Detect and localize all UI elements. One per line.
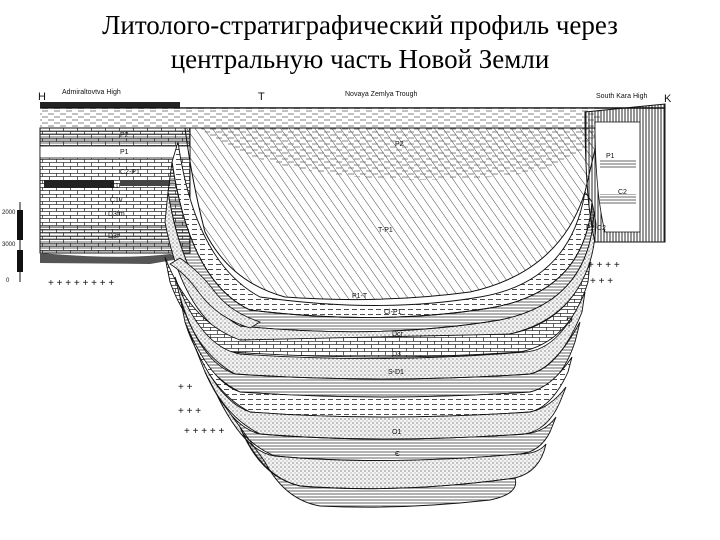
svg-text:+ + +: + + + <box>590 276 613 287</box>
unit-label: C2 <box>618 189 627 196</box>
unit-label: D3fm <box>108 211 125 218</box>
unit-label: O1 <box>392 429 401 436</box>
svg-text:+ + + + +: + + + + + <box>184 426 224 437</box>
trough-mark: T <box>258 91 265 103</box>
scale-3000: 3000 <box>2 242 16 248</box>
unknown-mark: ? <box>566 315 573 329</box>
depth-scale: 2000 3000 0 <box>2 202 23 284</box>
svg-text:+ + +: + + + <box>178 406 201 417</box>
svg-text:+ +: + + <box>178 382 193 393</box>
slide-title: Литолого-стратиграфический профиль через… <box>0 8 720 76</box>
unit-label: Cl-P1 <box>384 309 402 316</box>
unit-label: Dcr <box>392 331 404 338</box>
unit-label: P1 <box>120 149 129 156</box>
unit-label: C1 <box>110 183 119 190</box>
right-high-label: South Kara High <box>596 93 647 100</box>
unit-label: P2-C2 <box>586 225 606 232</box>
scale-0: 0 <box>6 278 10 284</box>
unit-label: C1v <box>110 197 123 204</box>
unit-label: T-P1 <box>378 227 393 234</box>
left-end-label: H <box>38 91 46 103</box>
unit-label: C2-P1 <box>120 169 140 176</box>
svg-text:+ + + + + + + +: + + + + + + + + <box>48 278 114 289</box>
left-high-label: Admiraltovtva High <box>62 89 121 96</box>
basement-right: + + + + + + + <box>588 260 620 287</box>
unit-label: D3 <box>392 351 401 358</box>
title-line-2: центральную часть Новой Земли <box>0 42 720 76</box>
trough-label: Novaya Zemlya Trough <box>345 91 417 98</box>
water-layer <box>40 108 600 128</box>
right-end-label: K <box>664 93 672 105</box>
unit-label: P2 <box>395 141 404 148</box>
top-band-left <box>40 102 180 108</box>
lithostratigraphic-profile: H Admiraltovtva High T Novaya Zemlya Tro… <box>0 82 720 522</box>
unit-label: P1-T <box>352 293 368 300</box>
unit-label: P1 <box>606 153 615 160</box>
unit-label: Є <box>395 451 400 458</box>
scale-2000: 2000 <box>2 210 16 216</box>
unit-label: P2 <box>120 132 129 139</box>
unit-label: S-D1 <box>388 369 404 376</box>
svg-text:+ + + +: + + + + <box>588 260 620 271</box>
title-line-1: Литолого-стратиграфический профиль через <box>0 8 720 42</box>
section-header: H Admiraltovtva High T Novaya Zemlya Tro… <box>38 89 672 108</box>
unit-label: D3f <box>108 233 119 240</box>
